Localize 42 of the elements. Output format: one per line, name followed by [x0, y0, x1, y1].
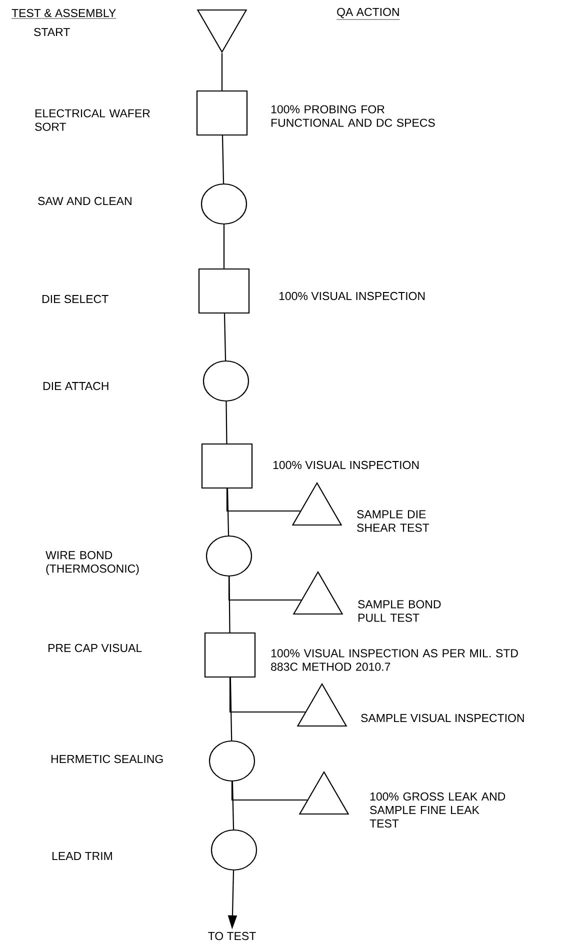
flow-line	[222, 136, 224, 184]
process-box	[201, 443, 253, 489]
qa-action-text: 100% GROSS LEAK AND SAMPLE FINE LEAK TEST	[370, 792, 506, 828]
branch-line	[228, 576, 302, 601]
operation-circle	[208, 740, 256, 782]
branch-line	[226, 488, 300, 512]
process-box	[204, 632, 256, 678]
flow-line	[232, 782, 234, 830]
flow-line	[228, 576, 230, 632]
qa-action-text: SAMPLE DIE SHEAR TEST	[357, 510, 430, 532]
branch-line	[229, 678, 306, 713]
end-label: TO TEST	[208, 932, 256, 940]
step-label: WIRE BOND (THERMOSONIC)	[46, 551, 139, 575]
flow-line	[223, 224, 225, 268]
step-label: SAW AND CLEAN	[38, 196, 132, 206]
flow-line	[224, 314, 226, 360]
flow-line	[226, 402, 228, 444]
qa-action-text: 100% VISUAL INSPECTION	[273, 460, 419, 470]
flow-line	[221, 53, 223, 90]
flow-line	[226, 488, 230, 536]
step-label: HERMETIC SEALING	[52, 754, 163, 764]
step-label: ELECTRICAL WAFER SORT	[35, 109, 150, 131]
column-heading: TEST & ASSEMBLY	[11, 8, 116, 19]
operation-circle	[200, 183, 248, 225]
step-label: DIE ATTACH	[44, 382, 108, 390]
qa-action-text: 100% PROBING FOR FUNCTIONAL AND DC SPECS	[271, 105, 435, 127]
flow-line	[230, 678, 232, 740]
branch-line	[231, 782, 308, 801]
step-label: START	[34, 28, 70, 36]
process-box	[196, 90, 248, 136]
operation-circle	[202, 360, 250, 402]
qa-action-text: 100% VISUAL INSPECTION AS PER MIL. STD 883C METHOD 2010.7	[271, 649, 518, 671]
qa-action-text: SAMPLE BOND PULL TEST	[358, 600, 441, 622]
column-heading: QA ACTION	[336, 8, 400, 20]
qa-action-text: SAMPLE VISUAL INSPECTION	[361, 714, 524, 722]
step-label: DIE SELECT	[42, 294, 108, 304]
step-label: LEAD TRIM	[52, 852, 112, 860]
process-box	[198, 268, 250, 314]
step-label: PRE CAP VISUAL	[48, 644, 142, 652]
qa-action-text: 100% VISUAL INSPECTION	[279, 292, 425, 300]
operation-circle	[206, 535, 252, 577]
operation-circle	[210, 829, 258, 871]
